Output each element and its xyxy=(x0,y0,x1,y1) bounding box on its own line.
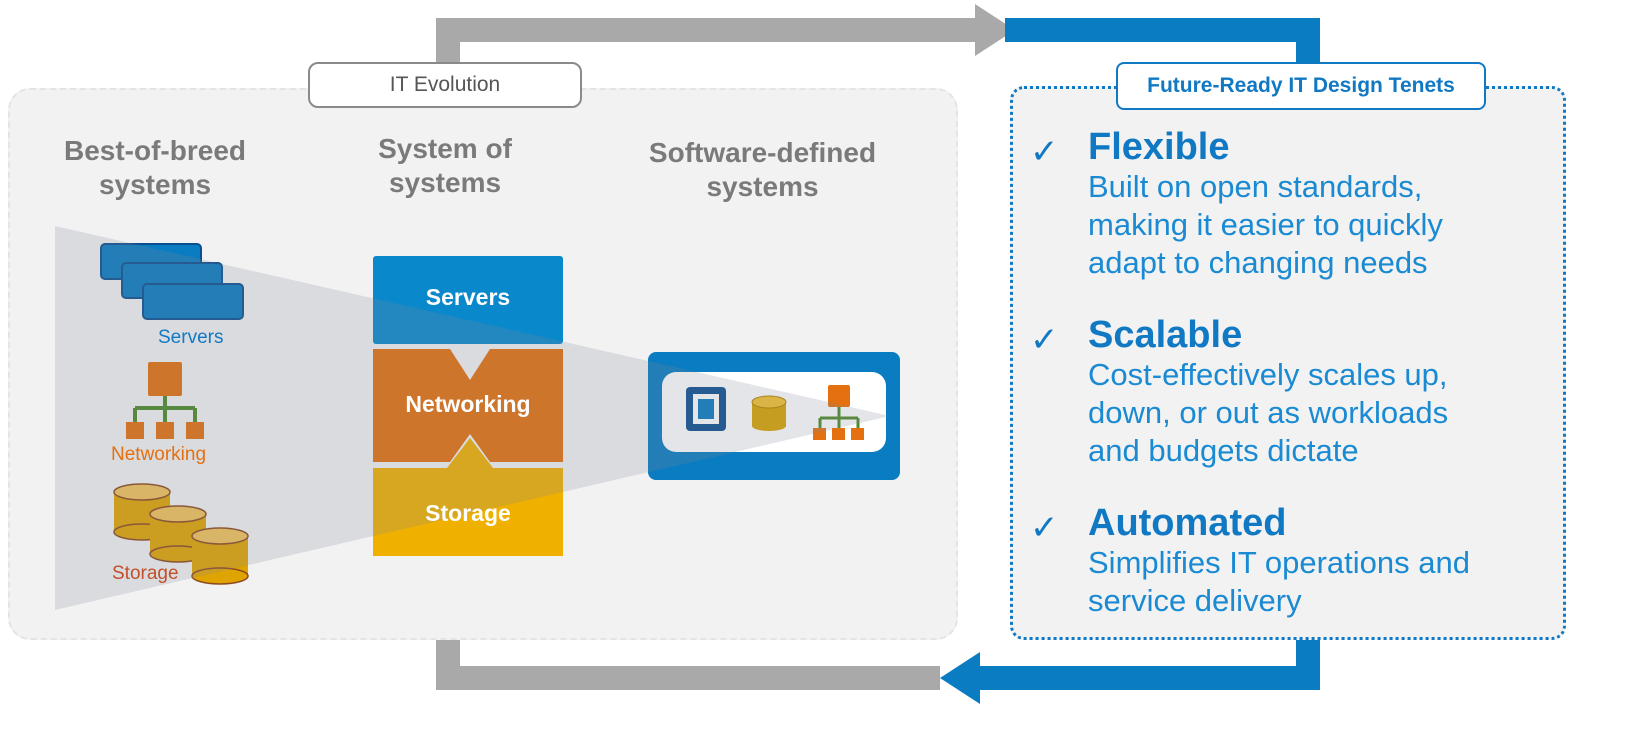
tenet-title: Scalable xyxy=(1088,314,1243,356)
checkmark-icon: ✓ xyxy=(1030,321,1059,359)
tenet-title: Flexible xyxy=(1088,126,1230,168)
best-of-breed-heading: Best-of-breed systems xyxy=(63,135,246,200)
server-stack-icon xyxy=(100,243,244,320)
bottom-arrow-head xyxy=(940,652,980,704)
design-tenets-label: Future-Ready IT Design Tenets xyxy=(1116,62,1486,110)
software-defined-heading: Software-defined systems xyxy=(648,137,877,202)
servers-label: Servers xyxy=(158,327,224,348)
design-tenets-box xyxy=(1010,86,1566,640)
system-of-systems-heading: System of systems xyxy=(378,133,512,198)
stack-servers-block xyxy=(373,256,563,344)
tenet-description: Cost-effectively scales up, down, or out… xyxy=(1088,357,1449,468)
stack-networking-label: Networking xyxy=(405,391,531,417)
stack-storage-label: Storage xyxy=(425,500,511,526)
storage-cylinders-icon xyxy=(113,483,249,585)
storage-cylinder-icon xyxy=(751,395,787,431)
stack-storage-block xyxy=(373,438,563,556)
evolution-diagram xyxy=(55,226,900,610)
network-tree-icon xyxy=(813,385,864,440)
networking-tree-icon xyxy=(126,362,204,439)
convergence-beam xyxy=(55,226,890,610)
networking-label: Networking xyxy=(111,444,207,465)
tenet-description: Simplifies IT operations and service del… xyxy=(1088,545,1470,618)
storage-label: Storage xyxy=(112,563,179,584)
checkmark-icon: ✓ xyxy=(1030,133,1059,171)
checkmark-icon: ✓ xyxy=(1030,509,1059,547)
it-evolution-label: IT Evolution xyxy=(308,62,582,108)
chip-icon xyxy=(686,387,726,431)
top-arrow-head xyxy=(975,4,1015,56)
stack-servers-label: Servers xyxy=(425,284,511,310)
stack-networking-block xyxy=(373,349,563,462)
tenet-description: Built on open standards, making it easie… xyxy=(1088,169,1443,280)
tenet-title: Automated xyxy=(1088,502,1287,544)
